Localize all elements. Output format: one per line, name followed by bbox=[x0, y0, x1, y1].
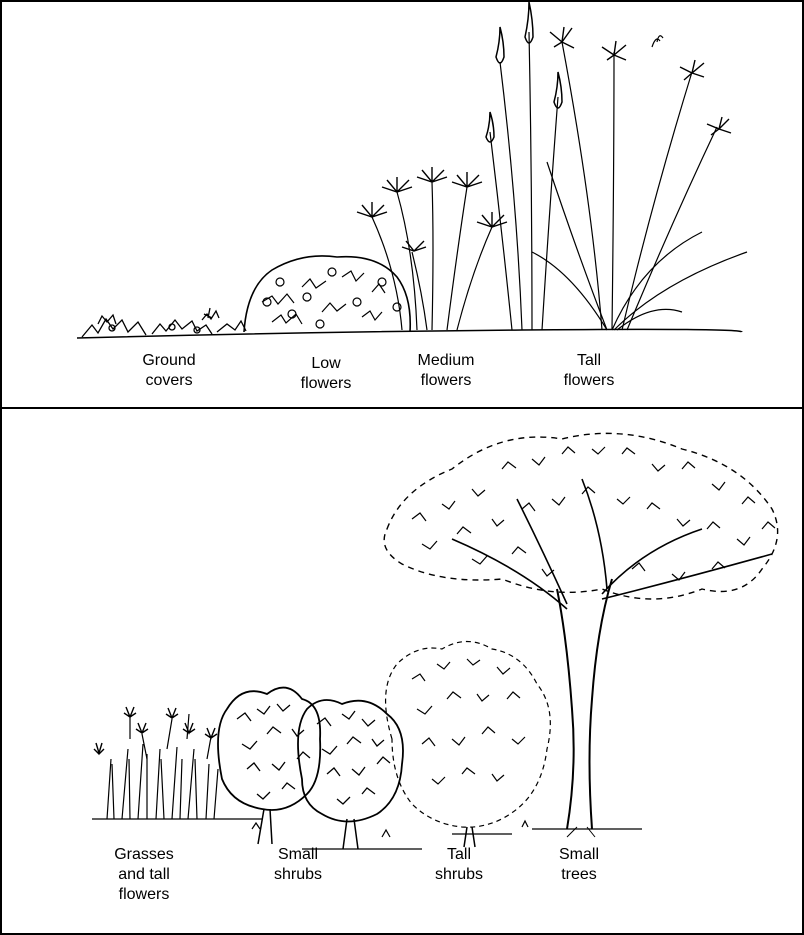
tall-flowers-drawing bbox=[486, 2, 747, 330]
grasses-drawing bbox=[94, 707, 218, 819]
label-grasses-tall-flowers: Grasses and tall flowers bbox=[79, 845, 209, 905]
medium-flowers-drawing bbox=[357, 167, 507, 330]
small-tree-drawing bbox=[384, 433, 777, 837]
label-ground-covers: Ground covers bbox=[104, 351, 234, 391]
label-tall-shrubs: Tall shrubs bbox=[394, 845, 524, 885]
label-small-trees: Small trees bbox=[514, 845, 644, 885]
label-low-flowers: Low flowers bbox=[261, 354, 391, 394]
small-shrubs-drawing bbox=[218, 688, 403, 849]
top-panel-flowers: Ground covers Low flowers Medium flowers… bbox=[0, 0, 804, 409]
label-medium-flowers: Medium flowers bbox=[381, 351, 511, 391]
label-tall-flowers: Tall flowers bbox=[524, 351, 654, 391]
flowers-illustration bbox=[2, 2, 802, 407]
bottom-panel-shrubs-trees: Grasses and tall flowers Small shrubs Ta… bbox=[0, 407, 804, 935]
tall-shrubs-drawing bbox=[386, 642, 551, 848]
low-flowers-drawing bbox=[244, 256, 410, 332]
label-small-shrubs: Small shrubs bbox=[233, 845, 363, 885]
ground-covers-drawing bbox=[82, 308, 246, 337]
